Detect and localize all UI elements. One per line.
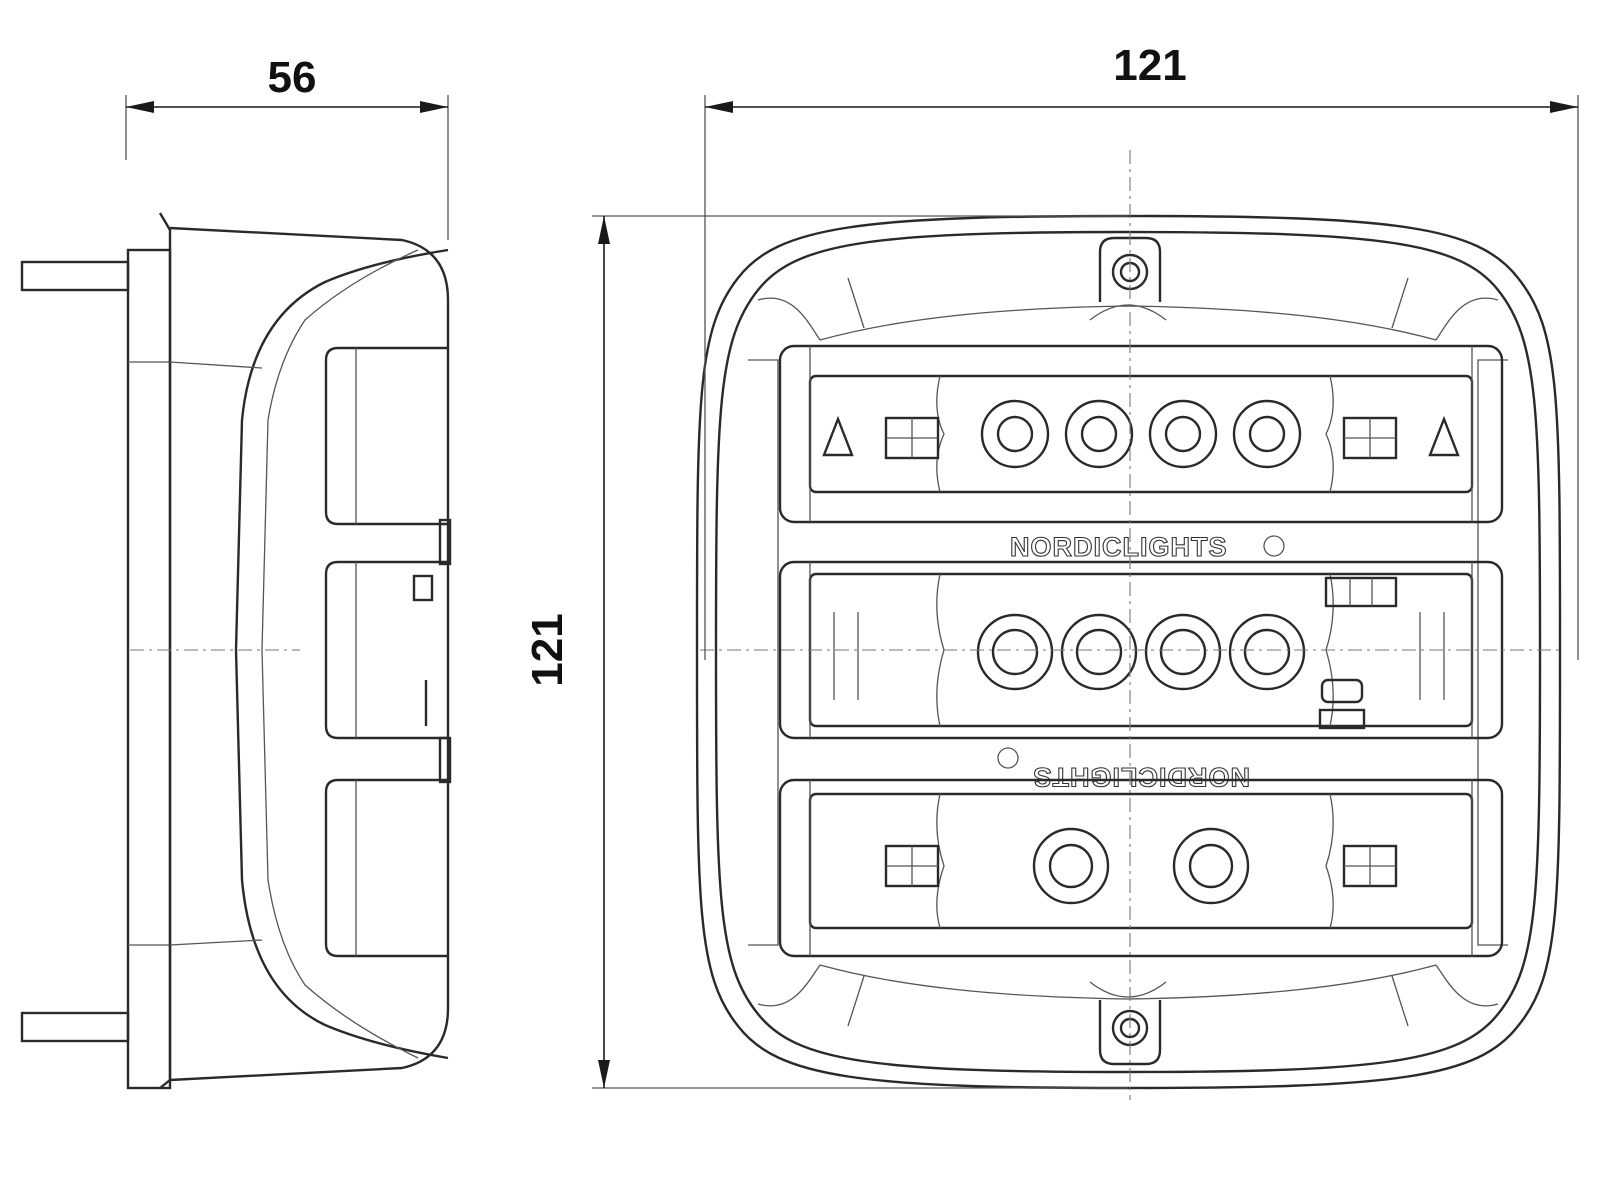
light-chamber-top (778, 344, 1504, 524)
dimension-height: 121 (523, 215, 1128, 1089)
side-chamber-top (324, 346, 448, 526)
led-row-bottom (1032, 827, 1250, 905)
led-row-middle (976, 613, 1306, 691)
brand-text-top: NORDICLIGHTS (1010, 532, 1228, 562)
approval-marks (1318, 576, 1398, 730)
side-chamber-middle (324, 560, 448, 740)
dimension-height-label: 121 (523, 613, 572, 686)
dimension-depth: 56 (125, 53, 449, 240)
side-chamber-bottom (324, 778, 448, 958)
led-row-top (980, 399, 1302, 469)
dimension-width: 121 (704, 41, 1579, 660)
brand-mark-top: NORDICLIGHTS (1009, 531, 1285, 563)
brand-mark-bottom: NORDICLIGHTS (997, 747, 1251, 793)
front-view: NORDICLIGHTS (695, 150, 1562, 1100)
mounting-stud-bottom (20, 1011, 130, 1043)
dimension-depth-label: 56 (268, 53, 317, 102)
base-plate (126, 248, 172, 1090)
dimension-width-label: 121 (1113, 41, 1186, 90)
mounting-hole-top (1089, 236, 1167, 321)
mounting-stud-top (20, 260, 130, 292)
housing-profile (169, 226, 450, 1082)
mounting-hole-bottom (1089, 981, 1167, 1066)
side-view (20, 212, 452, 1090)
light-chamber-bottom (778, 778, 1504, 958)
brand-text-bottom: NORDICLIGHTS (1033, 762, 1251, 792)
